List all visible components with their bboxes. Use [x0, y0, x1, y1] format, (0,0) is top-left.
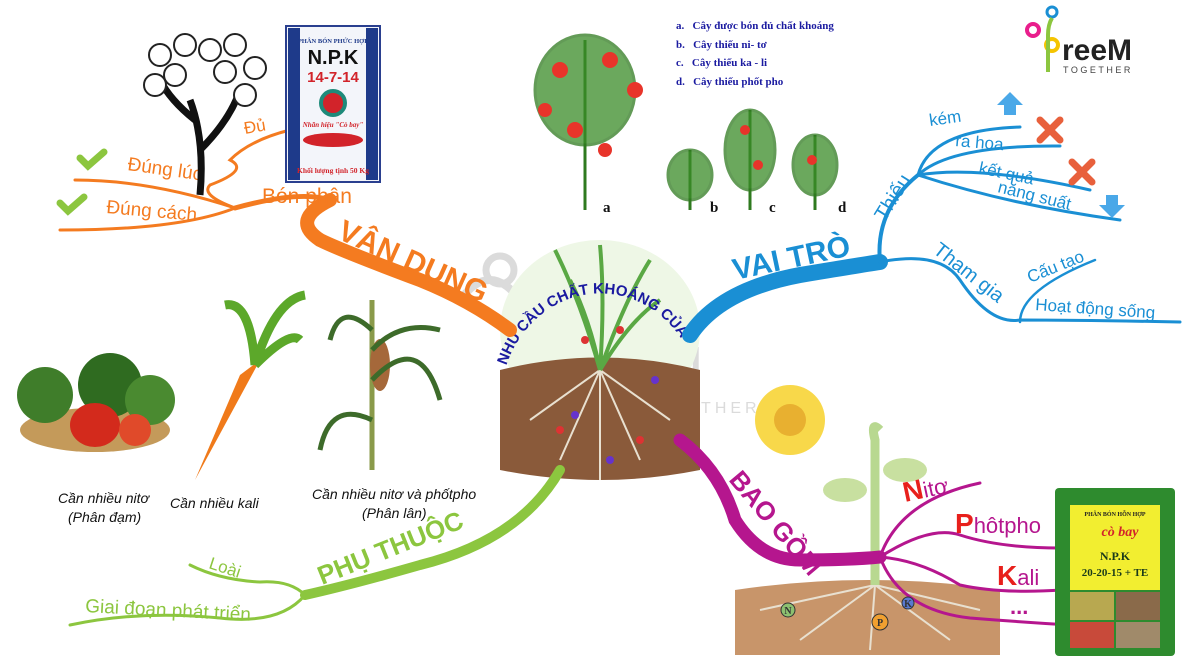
tomato-plants-image [533, 33, 839, 210]
svg-text:(Phân lân): (Phân lân) [362, 505, 427, 521]
svg-text:Cần nhiều nitơ và phốtpho: Cần nhiều nitơ và phốtpho [312, 486, 476, 502]
check-icon [76, 148, 108, 171]
arrow-down-icon [1099, 195, 1125, 218]
sunflower-image [735, 385, 1000, 655]
sub-label-thieu: Thiếu [871, 171, 916, 225]
sub-label-tham-gia: Tham gia [929, 239, 1009, 308]
check-icon [56, 193, 88, 216]
svg-text:b: b [710, 200, 718, 216]
svg-text:PHÂN BÓN PHỨC HỢP: PHÂN BÓN PHỨC HỢP [298, 37, 368, 45]
leaf-photpho: Phôtpho [955, 508, 1041, 539]
fertilizer-bag-npk-14-7-14: PHÂN BÓN PHỨC HỢP N.P.K 14-7-14 Nhãn hiệ… [285, 25, 381, 183]
svg-text:14-7-14: 14-7-14 [307, 69, 359, 86]
leaf-giai-doan: Giai đoạn phát triển [85, 596, 252, 626]
leaf-nito: Nitơ [900, 468, 951, 508]
center-plant-image [500, 240, 700, 480]
branch-phu-thuoc [68, 465, 565, 627]
svg-text:20-20-15 + TE: 20-20-15 + TE [1082, 567, 1149, 579]
svg-text:c: c [769, 200, 776, 216]
leaf-kali: Kali [997, 560, 1039, 591]
close-x-icon [1068, 158, 1096, 186]
leaf-more: ... [1010, 594, 1028, 619]
fertilizer-bag-npk-20-20-15: PHÂN BÓN HỖN HỢP cò bay N.P.K 20-20-15 +… [1055, 488, 1175, 656]
branch-van-dung [58, 128, 517, 337]
svg-text:PHÂN BÓN HỖN HỢP: PHÂN BÓN HỖN HỢP [1084, 510, 1146, 518]
svg-text:Cần nhiều kali: Cần nhiều kali [170, 495, 260, 511]
leaf-hoat-dong-song: Hoạt động sống [1035, 295, 1156, 322]
svg-text:Cần nhiều nitơ: Cần nhiều nitơ [58, 490, 151, 506]
leaf-cau-tao: Cấu tạo [1024, 247, 1086, 287]
leaf-loai: Loài [207, 554, 243, 582]
clock-tree-image [143, 33, 267, 196]
svg-text:a: a [603, 200, 611, 216]
svg-text:cò bay: cò bay [1102, 525, 1140, 540]
svg-text:reeM: reeM [1062, 34, 1132, 67]
legend: a. Cây được bón đủ chất khoáng b. Cây th… [676, 20, 834, 88]
svg-text:P: P [877, 618, 883, 629]
svg-text:N.P.K: N.P.K [1100, 549, 1131, 563]
svg-text:d: d [838, 200, 847, 216]
svg-text:N: N [784, 606, 792, 617]
legend-item: d. Cây thiếu phốt pho [676, 76, 784, 88]
legend-item: c. Cây thiếu ka - li [676, 57, 767, 69]
svg-text:Nhãn hiệu "Cò bay": Nhãn hiệu "Cò bay" [302, 121, 364, 129]
close-x-icon [1036, 116, 1064, 144]
corn-plant-image [317, 300, 443, 470]
branch-vai-tro [682, 125, 1182, 343]
svg-text:K: K [904, 599, 912, 610]
leaf-dung-cach: Đúng cách [106, 197, 198, 226]
leaf-kem: kém [928, 107, 962, 130]
legend-item: a. Cây được bón đủ chất khoáng [676, 20, 834, 32]
leaf-dung-luc: Đúng lúc [126, 154, 203, 185]
svg-text:Khối lượng tịnh 50 Kg: Khối lượng tịnh 50 Kg [297, 166, 369, 175]
freem-logo: reeM TOGETHER [1025, 5, 1133, 75]
leaf-ra-hoa: ra hoa [955, 131, 1005, 154]
carrot-image [195, 290, 307, 480]
svg-text:(Phân đạm): (Phân đạm) [68, 509, 141, 525]
legend-item: b. Cây thiếu ni- tơ [676, 39, 768, 51]
svg-text:TOGETHER: TOGETHER [1063, 65, 1133, 75]
sub-label-bon-phan: Bón phân [262, 185, 352, 208]
svg-text:N.P.K: N.P.K [308, 47, 359, 69]
branch-bao-gom [673, 433, 1072, 627]
vegetable-basket-image [17, 353, 175, 452]
leaf-du: Đủ [242, 115, 267, 137]
arrow-up-icon [997, 92, 1023, 115]
